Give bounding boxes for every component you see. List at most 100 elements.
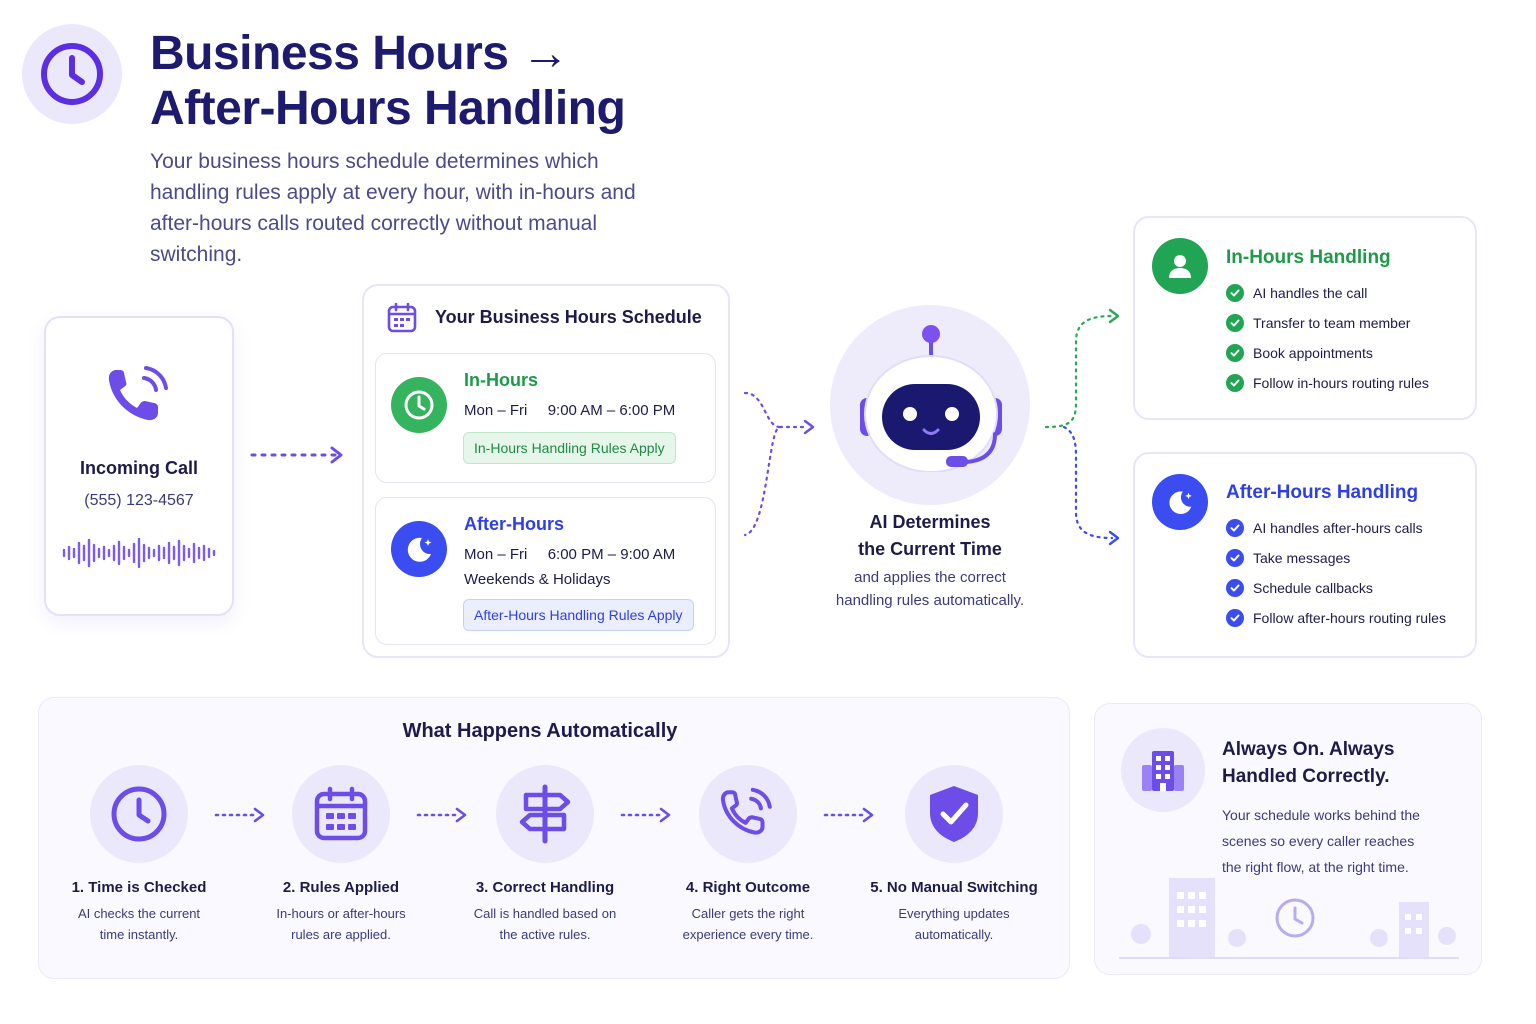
in-hours-days: Mon – Fri [464,402,528,419]
step-5-description: Everything updates automatically. [854,903,1054,945]
building-badge [1121,728,1205,812]
step-desc-line: In-hours or after-hours [276,906,406,921]
ai-determines-title: AI Determines the Current Time [800,509,1060,563]
check-circle-icon [1226,579,1244,597]
after-hours-handling-item: Follow after-hours routing rules [1226,609,1446,627]
clock-icon [404,390,434,420]
step-4-description: Caller gets the right experience every ti… [648,903,848,945]
step-4-badge [699,765,797,863]
after-hours-handling-item-label: Take messages [1253,550,1351,566]
after-hours-days: Mon – Fri [464,546,528,563]
in-hours-handling-item-label: Transfer to team member [1253,315,1411,331]
clock-icon [41,43,103,105]
after-hours-handling-item-label: Schedule callbacks [1253,580,1373,596]
after-hours-handling-item-label: Follow after-hours routing rules [1253,610,1446,626]
after-hours-handling-item: AI handles after-hours calls [1226,519,1423,537]
check-circle-icon [1226,374,1244,392]
ai-title-line-2: the Current Time [858,539,1002,559]
ai-desc-line-1: and applies the correct [854,569,1006,586]
always-on-title: Always On. Always Handled Correctly. [1222,736,1462,790]
step-1-description: AI checks the current time instantly. [39,903,239,945]
step-3-title: 3. Correct Handling [475,879,615,896]
ai-description: and applies the correct handling rules a… [800,566,1060,612]
person-icon [1169,255,1191,278]
step-1-title: 1. Time is Checked [71,879,207,896]
in-hours-handling-item: AI handles the call [1226,284,1367,302]
after-hours-moon-badge [391,521,447,577]
flow-arrow-ai-to-handling [1044,308,1120,546]
step-desc-line: Call is handled based on [473,906,617,921]
in-hours-clock-badge [391,377,447,433]
check-circle-icon [1226,284,1244,302]
page-title: Business Hours → After-Hours Handling [150,26,710,136]
in-hours-handling-item-label: Follow in-hours routing rules [1253,375,1429,391]
in-hours-handling-title: In-Hours Handling [1226,247,1391,268]
always-desc-line-2: scenes so every caller reaches [1222,833,1415,849]
flow-arrow-schedule-to-ai [743,391,815,537]
step-4-title: 4. Right Outcome [685,879,811,896]
check-circle-icon [1226,314,1244,332]
team-member-badge [1152,238,1208,294]
step-arrow [620,807,671,823]
incoming-call-title: Incoming Call [79,458,198,478]
ai-robot-icon [860,325,1002,472]
step-desc-line: time instantly. [99,927,179,942]
step-desc-line: rules are applied. [291,927,391,942]
in-hours-handling-item: Book appointments [1226,344,1373,362]
phone-icon [719,786,777,842]
building-icon [1142,751,1184,791]
title-line-1: Business Hours → [150,27,569,80]
check-circle-icon [1226,609,1244,627]
after-hours-handling-title: After-Hours Handling [1226,482,1419,503]
step-desc-line: Caller gets the right [691,906,805,921]
always-title-line-2: Handled Correctly. [1222,766,1390,787]
phone-ringing-icon [108,366,168,421]
step-desc-line: AI checks the current [77,906,201,921]
step-desc-line: the active rules. [499,927,591,942]
after-hours-rules-pill: After-Hours Handling Rules Apply [463,599,694,631]
after-hours-time: Mon – Fri 6:00 PM – 9:00 AM [464,546,675,563]
signpost-icon [516,783,574,845]
step-1-badge [90,765,188,863]
after-hours-handling-badge [1152,474,1208,530]
check-circle-icon [1226,344,1244,362]
step-arrow [416,807,467,823]
moon-icon [407,537,432,562]
after-hours-weekends: Weekends & Holidays [464,571,611,588]
check-circle-icon [1226,549,1244,567]
in-hours-handling-item-label: AI handles the call [1253,285,1368,301]
step-desc-line: experience every time. [682,927,814,942]
shield-check-icon [926,783,982,845]
automatic-steps-title: What Happens Automatically [402,720,678,742]
step-5-badge [905,765,1003,863]
schedule-title: Your Business Hours Schedule [435,307,702,327]
in-hours-handling-item: Follow in-hours routing rules [1226,374,1429,392]
step-arrow [214,807,265,823]
clock-icon [109,784,169,844]
after-hours-handling-item: Take messages [1226,549,1350,567]
always-title-line-1: Always On. Always [1222,739,1395,760]
flow-arrow-call-to-schedule [250,446,343,464]
calendar-icon [312,785,370,843]
in-hours-time: Mon – Fri 9:00 AM – 6:00 PM [464,402,675,419]
in-hours-handling-item-label: Book appointments [1253,345,1373,361]
step-2-description: In-hours or after-hours rules are applied… [241,903,441,945]
after-hours-handling-item-label: AI handles after-hours calls [1253,520,1423,536]
check-circle-icon [1226,519,1244,537]
soundwave-graphic [62,538,216,568]
after-hours-handling-item: Schedule callbacks [1226,579,1373,597]
step-desc-line: automatically. [914,927,994,942]
incoming-call-number: (555) 123-4567 [84,492,194,509]
moon-icon [1169,491,1192,515]
city-skyline-graphic [1119,878,1459,959]
ai-desc-line-2: handling rules automatically. [835,592,1025,609]
step-5-title: 5. No Manual Switching [870,879,1038,896]
calendar-icon [387,302,417,333]
in-hours-range: 9:00 AM – 6:00 PM [547,402,676,419]
step-arrow [823,807,874,823]
step-desc-line: Everything updates [898,906,1010,921]
step-3-badge [496,765,594,863]
in-hours-rules-pill: In-Hours Handling Rules Apply [463,432,676,464]
always-desc-line-1: Your schedule works behind the [1222,807,1420,823]
step-3-description: Call is handled based on the active rules… [445,903,645,945]
